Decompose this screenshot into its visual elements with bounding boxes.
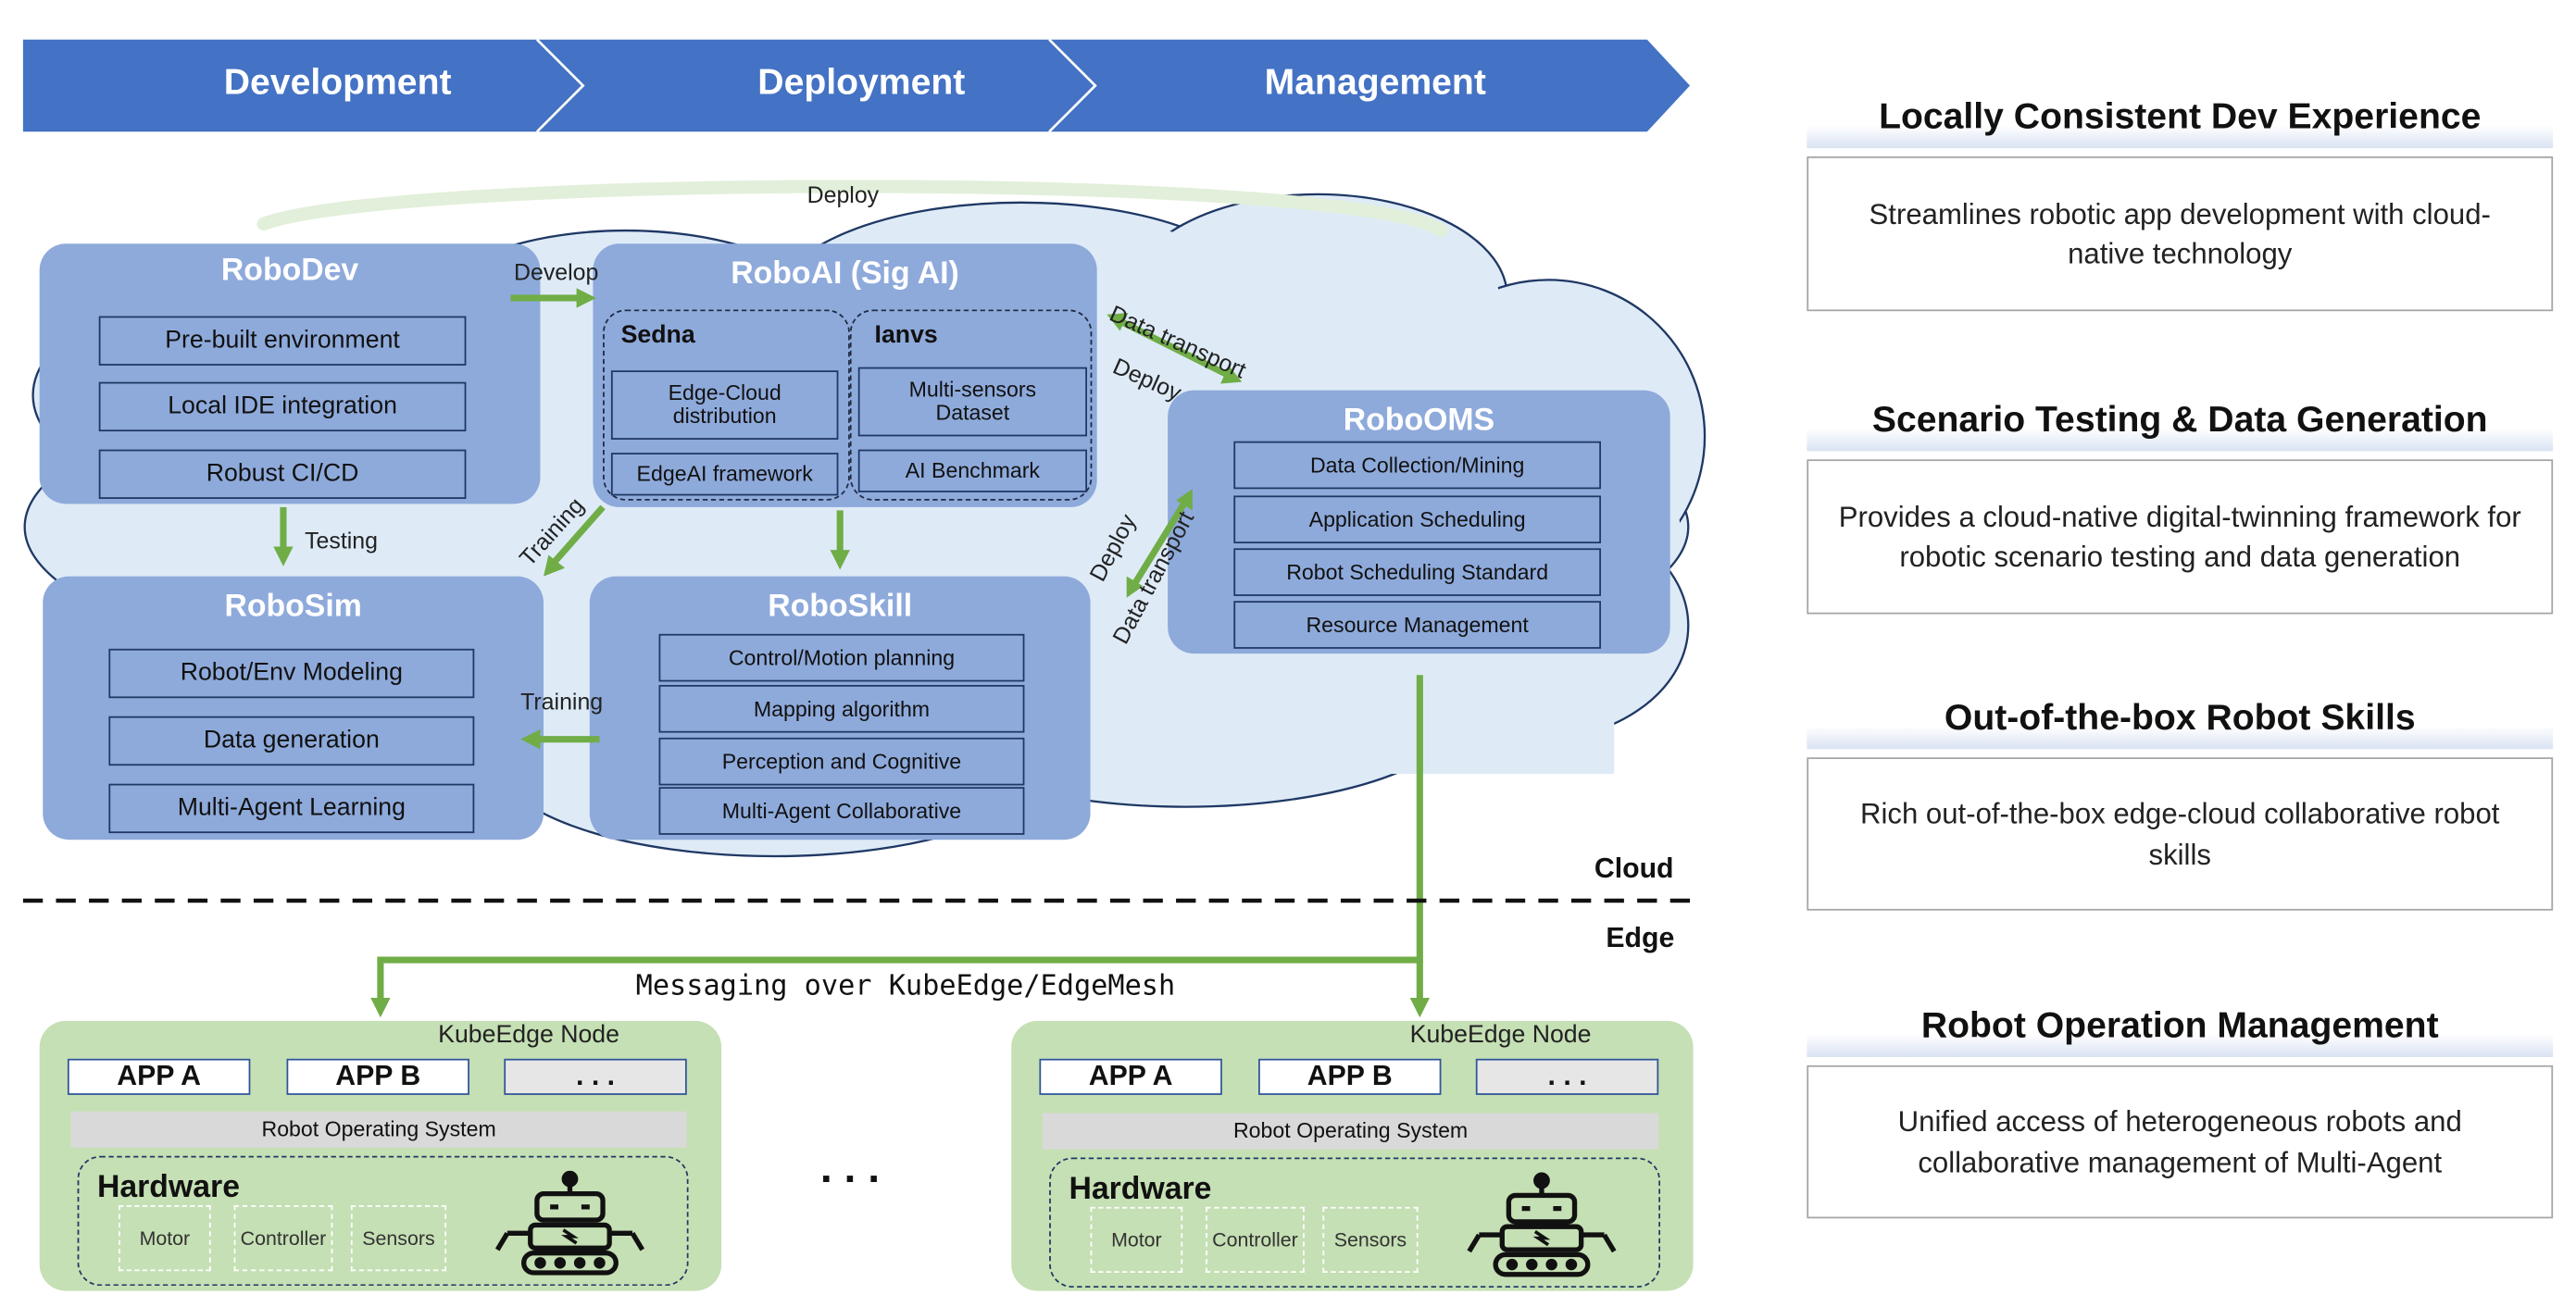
stage-banner xyxy=(22,38,1691,133)
roboskill-item-multiagent: Multi-Agent Collaborative xyxy=(658,787,1025,835)
robodev-title: RoboDev xyxy=(220,253,359,289)
robosim-item-modeling: Robot/Env Modeling xyxy=(108,648,475,699)
feature-4-accent xyxy=(1807,1034,2554,1057)
label-deploy-top: Deploy xyxy=(807,180,880,208)
node-1-app-b: APP B xyxy=(286,1058,469,1095)
roboms-item-robot-standard: Robot Scheduling Standard xyxy=(1233,548,1601,596)
node-2-app-more: . . . xyxy=(1475,1058,1659,1095)
ianvs-group: Ianvs Multi-sensors Dataset AI Benchmark xyxy=(849,309,1093,501)
node-1-controller: Controller xyxy=(233,1205,333,1272)
roboms-item-scheduling: Application Scheduling xyxy=(1233,495,1601,544)
roboms-item-resource: Resource Management xyxy=(1233,601,1601,649)
node-2-hardware-title: Hardware xyxy=(1069,1172,1212,1207)
roboms-module: RoboOMS Data Collection/Mining Applicati… xyxy=(1168,390,1670,654)
node-1-ros: Robot Operating System xyxy=(70,1111,687,1148)
node-2-sensors: Sensors xyxy=(1322,1206,1419,1274)
node-2-hardware: Hardware Motor Controller Sensors xyxy=(1049,1157,1661,1288)
roboai-module: RoboAI (Sig AI) Sedna Edge-Cloud distrib… xyxy=(593,243,1097,507)
feature-3-accent xyxy=(1807,726,2554,750)
robosim-title: RoboSim xyxy=(224,589,362,625)
ianvs-title: Ianvs xyxy=(874,320,938,350)
robosim-module: RoboSim Robot/Env Modeling Data generati… xyxy=(43,576,544,840)
cloud-label: Cloud xyxy=(1594,853,1674,885)
robodev-item-cicd: Robust CI/CD xyxy=(98,449,467,499)
sedna-item-distribution: Edge-Cloud distribution xyxy=(610,370,839,440)
node-1-hardware: Hardware Motor Controller Sensors xyxy=(77,1155,689,1287)
feature-3-title: Out-of-the-box Robot Skills xyxy=(1944,696,2416,738)
node-1-app-a: APP A xyxy=(67,1058,251,1095)
sedna-item-framework: EdgeAI framework xyxy=(610,453,839,496)
feature-1-accent xyxy=(1807,125,2554,149)
feature-1-desc: Streamlines robotic app development with… xyxy=(1807,156,2554,312)
node-2-app-a: APP A xyxy=(1039,1058,1222,1095)
robot-icon xyxy=(494,1170,645,1276)
feature-3-desc: Rich out-of-the-box edge-cloud collabora… xyxy=(1807,757,2554,911)
robot-icon xyxy=(1467,1172,1617,1277)
sedna-group: Sedna Edge-Cloud distribution EdgeAI fra… xyxy=(603,309,850,501)
roboskill-module: RoboSkill Control/Motion planning Mappin… xyxy=(589,576,1091,840)
roboskill-item-motion: Control/Motion planning xyxy=(658,633,1025,682)
roboms-title: RoboOMS xyxy=(1343,403,1495,439)
ianvs-item-benchmark: AI Benchmark xyxy=(857,449,1088,492)
roboms-item-collection: Data Collection/Mining xyxy=(1233,441,1601,490)
feature-4-title: Robot Operation Management xyxy=(1920,1004,2439,1046)
label-develop: Develop xyxy=(513,258,599,285)
roboskill-item-mapping: Mapping algorithm xyxy=(658,684,1025,733)
robodev-item-ide: Local IDE integration xyxy=(98,381,467,432)
node-2-motor: Motor xyxy=(1090,1206,1183,1274)
robosim-item-datagen: Data generation xyxy=(108,716,475,766)
node-2-ros: Robot Operating System xyxy=(1042,1113,1659,1150)
stage-deployment: Deployment xyxy=(757,60,966,103)
robosim-item-marl: Multi-Agent Learning xyxy=(108,783,475,834)
messaging-label: Messaging over KubeEdge/EdgeMesh xyxy=(635,969,1176,1003)
arrows-layer xyxy=(22,288,1694,1018)
node-2-controller: Controller xyxy=(1206,1206,1305,1274)
robodev-module: RoboDev Pre-built environment Local IDE … xyxy=(39,243,541,504)
kubeedge-node-2: KubeEdge Node APP A APP B . . . Robot Op… xyxy=(1011,1020,1694,1291)
label-testing: Testing xyxy=(305,527,378,554)
stage-development: Development xyxy=(223,60,452,103)
edge-label: Edge xyxy=(1606,922,1675,953)
roboskill-item-perception: Perception and Cognitive xyxy=(658,737,1025,786)
label-training-horizontal: Training xyxy=(520,688,604,715)
stage-management: Management xyxy=(1264,60,1486,103)
node-2-app-b: APP B xyxy=(1258,1058,1442,1095)
feature-2-title: Scenario Testing & Data Generation xyxy=(1871,398,2488,440)
ianvs-item-dataset: Multi-sensors Dataset xyxy=(857,367,1088,437)
node-1-app-more: . . . xyxy=(504,1058,687,1095)
feature-2-accent xyxy=(1807,428,2554,452)
node-2-title: KubeEdge Node xyxy=(1409,1020,1592,1050)
node-1-sensors: Sensors xyxy=(350,1205,447,1272)
robodev-item-prebuilt: Pre-built environment xyxy=(98,316,467,366)
roboai-title: RoboAI (Sig AI) xyxy=(731,256,959,292)
node-1-motor: Motor xyxy=(119,1205,211,1272)
edge-nodes-ellipsis: . . . xyxy=(819,1142,881,1192)
feature-1-title: Locally Consistent Dev Experience xyxy=(1879,95,2482,137)
roboskill-title: RoboSkill xyxy=(768,589,913,625)
feature-2-desc: Provides a cloud-native digital-twinning… xyxy=(1807,459,2554,615)
node-1-hardware-title: Hardware xyxy=(96,1170,241,1206)
feature-4-desc: Unified access of heterogeneous robots a… xyxy=(1807,1064,2554,1219)
kubeedge-node-1: KubeEdge Node APP A APP B . . . Robot Op… xyxy=(39,1020,722,1291)
sedna-title: Sedna xyxy=(620,320,695,350)
node-1-title: KubeEdge Node xyxy=(438,1020,619,1050)
